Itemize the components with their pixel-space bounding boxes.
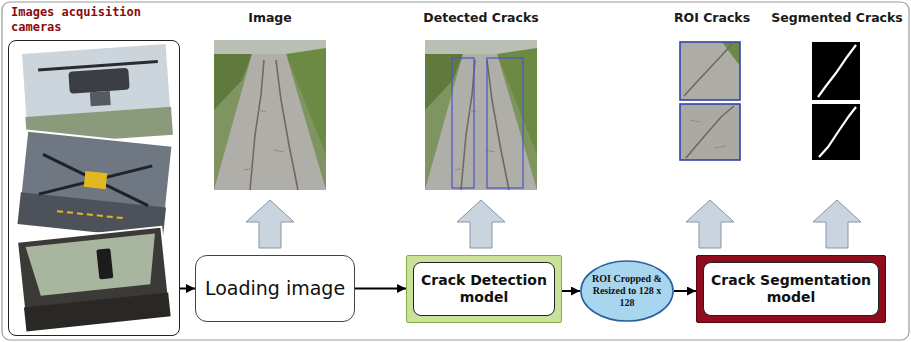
flow-arrow: [355, 288, 406, 290]
node-label: Crack Detection model: [420, 272, 548, 306]
flow-arrow: [180, 288, 195, 290]
model-box: Crack Detection model: [406, 255, 562, 323]
panel-heading: Images acquisition cameras: [11, 5, 151, 35]
up-arrow: [457, 200, 505, 248]
node-label: ROI Cropped & Resized to 128 x 128: [591, 273, 663, 309]
column-heading: Image: [248, 10, 292, 25]
roi-crop: [680, 104, 740, 160]
model-inner-box: Crack Segmentation model: [703, 262, 879, 316]
road-image: [214, 40, 326, 190]
roi-crop: [680, 42, 740, 100]
up-arrow: [246, 200, 294, 248]
process-box: Loading image: [195, 255, 355, 322]
flow-arrow: [674, 290, 696, 292]
segmentation-mask: [812, 104, 860, 160]
column-heading: Detected Cracks: [423, 10, 538, 25]
model-box: Crack Segmentation model: [696, 255, 886, 323]
drone-photo: [21, 43, 173, 145]
node-label: Crack Segmentation model: [710, 272, 872, 306]
flow-arrow: [562, 290, 580, 292]
detection-box: [452, 58, 474, 188]
pole-camera-photo: [17, 131, 172, 240]
detection-box: [487, 58, 523, 188]
up-arrow: [686, 200, 734, 248]
camera-panel: Images acquisition cameras: [8, 40, 180, 336]
column-heading: Segmented Cracks: [771, 10, 903, 25]
process-ellipse: ROI Cropped & Resized to 128 x 128: [580, 260, 674, 322]
car-camera-photo: [17, 227, 171, 332]
up-arrow: [813, 200, 861, 248]
ellipse-shape: [581, 261, 673, 321]
node-label: Loading image: [205, 277, 345, 300]
segmentation-mask: [812, 42, 860, 100]
detected-road-image: [425, 40, 537, 190]
model-inner-box: Crack Detection model: [413, 262, 555, 316]
column-heading: ROI Cracks: [674, 10, 750, 25]
